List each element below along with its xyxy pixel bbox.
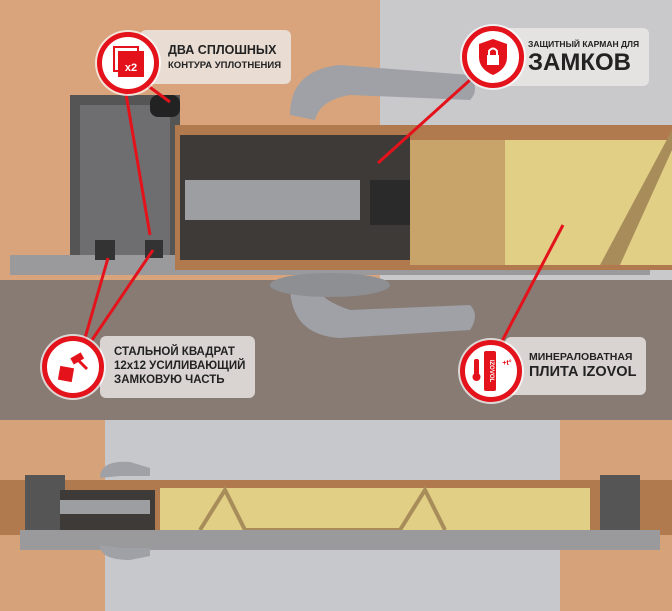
door-handle-top [290, 65, 475, 120]
temperature-text: +t° [502, 359, 511, 367]
callout-mineral-wool: МИНЕРАЛОВАТНАЯ ПЛИТА IZOVOL [505, 337, 647, 395]
lower-insulation [160, 488, 590, 532]
callout-seals-line1: ДВА СПЛОШНЫХ [168, 42, 277, 57]
callout-mineral-wool-line2: ПЛИТА IZOVOL [529, 364, 637, 381]
callout-mineral-wool-line1: МИНЕРАЛОВАТНАЯ [529, 350, 633, 363]
door-leaf [175, 125, 672, 270]
thermometer-insulation-icon: IZOVOL +t° [460, 340, 522, 402]
callout-seals-line2: КОНТУРА УПЛОТНЕНИЯ [168, 59, 282, 71]
lock-body [185, 180, 360, 220]
callout-steel-square-line2: 12x12 УСИЛИВАЮЩИЙ [114, 360, 246, 373]
rubber-seal [150, 95, 180, 117]
callout-pointers [83, 78, 565, 346]
icon-x2-text: x2 [125, 62, 137, 74]
hammer-icon [42, 336, 104, 398]
callout-steel-square: СТАЛЬНОЙ КВАДРАТ 12x12 УСИЛИВАЮЩИЙ ЗАМКО… [100, 336, 256, 398]
callout-lock-pocket-line2: ЗАМКОВ [528, 48, 632, 76]
steel-square [95, 240, 115, 260]
izovol-brand-text: IZOVOL [488, 360, 494, 383]
callout-steel-square-line1: СТАЛЬНОЙ КВАДРАТ [114, 346, 235, 359]
seal-layers-icon: x2 [97, 32, 159, 94]
callout-seals: ДВА СПЛОШНЫХ КОНТУРА УПЛОТНЕНИЯ [140, 30, 292, 84]
callout-steel-square-line3: ЗАМКОВУЮ ЧАСТЬ [114, 373, 225, 386]
door-handle-bottom [290, 285, 475, 338]
callout-lock-pocket-line1: ЗАЩИТНЫЙ КАРМАН ДЛЯ [528, 39, 640, 50]
shield-lock-icon [462, 26, 524, 88]
